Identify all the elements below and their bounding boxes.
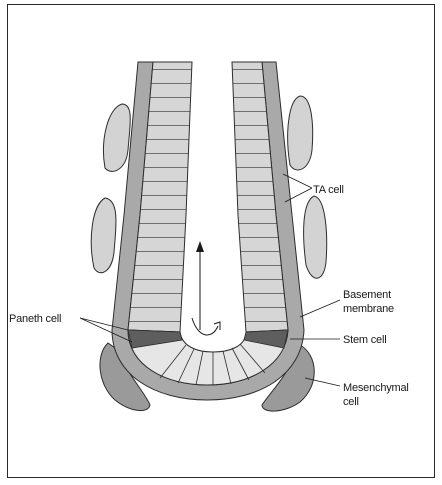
basement-membrane-label-line1: Basement [343,288,394,302]
mesenchymal-cell-label: Mesenchymal cell [343,381,409,409]
neighbor-cell-left-lower [91,198,116,273]
mesenchymal-cell-label-line2: cell [343,395,409,409]
neighbor-cell-left-upper [104,104,131,171]
curved-arrow [192,318,220,335]
basement-membrane-label: Basement membrane [343,288,394,316]
upward-migration-arrow [196,241,204,330]
paneth-cell-label: Paneth cell [9,312,61,326]
basement-membrane-label-line2: membrane [343,302,394,316]
ta-cell-label: TA cell [313,183,344,197]
neighbor-cell-right-lower [304,196,327,278]
neighbor-cell-right-upper [288,96,313,170]
mesenchymal-cell-label-line1: Mesenchymal [343,381,409,395]
stem-cell-label: Stem cell [343,333,386,347]
